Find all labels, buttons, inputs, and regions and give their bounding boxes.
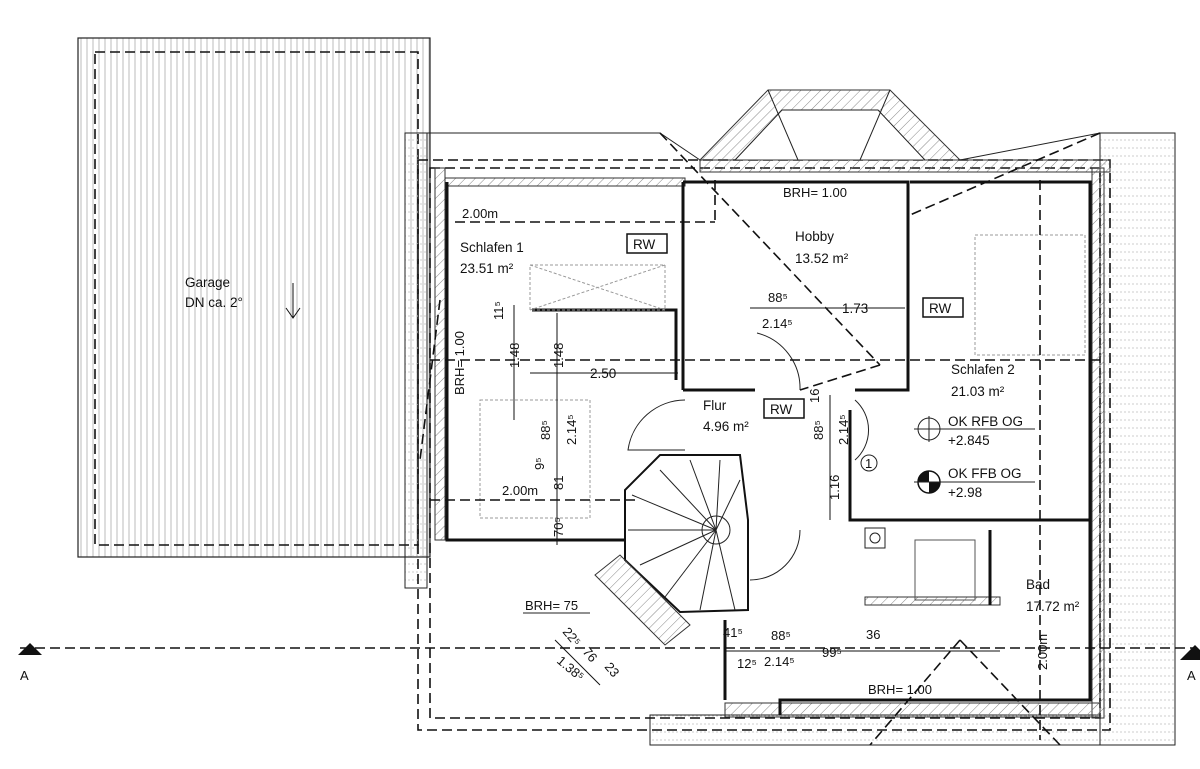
room-name: Hobby (795, 229, 834, 244)
brh-label: BRH= 1.00 (452, 331, 467, 395)
room-schlafen-2: Schlafen 2 21.03 m² (951, 362, 1015, 399)
dimension: 41⁵ (723, 625, 743, 640)
dimension: 88⁵ (538, 420, 553, 440)
room-area: 17.72 m² (1026, 599, 1080, 614)
room-area: 23.51 m² (460, 261, 514, 276)
dimension: 22⁵ (560, 624, 584, 649)
dimension: 2.14⁵ (836, 414, 851, 445)
level-value: +2.845 (948, 433, 990, 448)
rw-tag: RW (770, 402, 793, 417)
level-marker-rfb: OK RFB OG +2.845 (914, 414, 1035, 448)
dimension: 88⁵ (768, 290, 788, 305)
dimension: 2.14⁵ (764, 654, 795, 669)
level-label: OK FFB OG (948, 466, 1022, 481)
dimension: 88⁵ (771, 628, 791, 643)
section-line-a: A A (18, 643, 1200, 683)
section-label-right: A (1187, 668, 1196, 683)
dimension: 11⁵ (491, 301, 506, 320)
dimension: 16 (807, 389, 822, 403)
room-schlafen-1: Schlafen 1 23.51 m² (460, 240, 524, 276)
room-hobby: Hobby 13.52 m² (795, 229, 849, 266)
dimension-lines (513, 305, 1000, 686)
dimension: 12⁵ (737, 656, 757, 671)
dimension: 99⁵ (822, 645, 842, 660)
clearance-label: 2.00m (1035, 634, 1050, 670)
dimension: 1.48 (551, 343, 566, 368)
room-name: Schlafen 1 (460, 240, 524, 255)
furniture (479, 234, 1086, 601)
room-name: Bad (1026, 577, 1050, 592)
roof-outline (404, 132, 1176, 746)
garage-label: Garage (185, 275, 230, 290)
room-area: 13.52 m² (795, 251, 849, 266)
room-name: Schlafen 2 (951, 362, 1015, 377)
level-marker-ffb: OK FFB OG +2.98 (914, 466, 1035, 500)
staircase (594, 454, 749, 646)
dimension: 2.50 (590, 366, 616, 381)
dimension: 1.73 (842, 301, 868, 316)
garage-roof-pitch: DN ca. 2° (185, 295, 243, 310)
clearance-label: 2.00m (462, 206, 498, 221)
room-flur: Flur 4.96 m² (703, 398, 749, 434)
roof-ridge-lines (419, 132, 1101, 746)
door-number-tag: 1 (865, 456, 872, 471)
brh-label: BRH= 1.00 (868, 682, 932, 697)
rw-tags: RW RW RW 1 (626, 233, 964, 472)
brh-label: BRH= 75 (525, 598, 578, 613)
slope-arrow-icon (285, 283, 301, 319)
brh-label: BRH= 1.00 (783, 185, 847, 200)
clearance-label: 2.00m (502, 483, 538, 498)
level-value: +2.98 (948, 485, 982, 500)
dimension: 2.14⁵ (564, 414, 579, 445)
room-bad: Bad 17.72 m² (1026, 577, 1080, 614)
dimension: 9⁵ (532, 457, 547, 470)
dimension: 1.38⁵ (554, 653, 587, 684)
rw-tag: RW (633, 237, 656, 252)
room-area: 4.96 m² (703, 419, 749, 434)
dimension: 2.14⁵ (762, 316, 793, 331)
garage: Garage DN ca. 2° (77, 37, 431, 558)
dimension: 36 (866, 627, 880, 642)
section-marker-left-icon (18, 643, 42, 655)
interior-walls (445, 180, 1092, 715)
dimension: 81 (551, 476, 566, 490)
dimension: 23 (602, 659, 623, 680)
dimension: 1.48 (507, 343, 522, 368)
bay-window (698, 89, 962, 161)
room-area: 21.03 m² (951, 384, 1005, 399)
dimension: 1.16 (827, 475, 842, 500)
level-label: OK RFB OG (948, 414, 1023, 429)
annotations: BRH= 1.00 BRH= 1.00 BRH= 1.00 BRH= 75 2.… (452, 185, 1050, 697)
rw-tag: RW (929, 301, 952, 316)
dimension: 70⁵ (551, 517, 566, 537)
shaft-icon (864, 527, 886, 549)
dimension: 88⁵ (811, 420, 826, 440)
section-label-left: A (20, 668, 29, 683)
section-marker-right-icon (1180, 645, 1200, 660)
room-name: Flur (703, 398, 727, 413)
doors (627, 332, 869, 581)
